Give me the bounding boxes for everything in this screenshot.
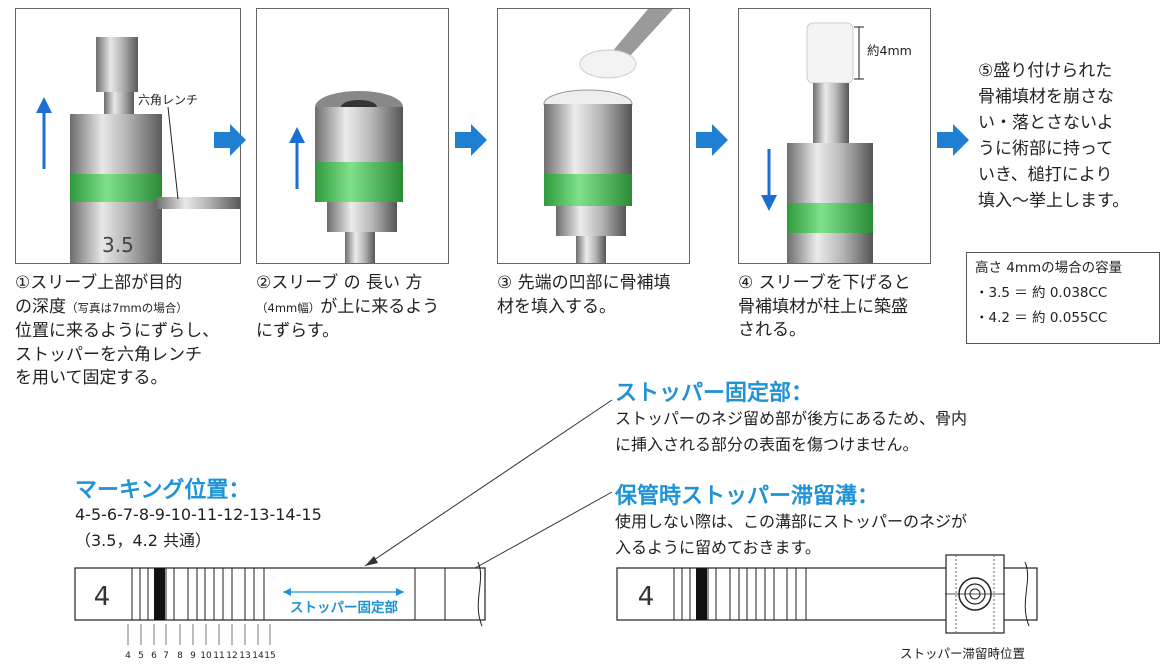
stopper-fix-title: ストッパー固定部： bbox=[615, 381, 814, 406]
flow-arrow-3 bbox=[696, 124, 728, 156]
stopper-fix-desc: ストッパーのネジ留め部が後方にあるため、骨内 に挿入される部分の表面を傷つけませ… bbox=[615, 409, 968, 454]
step1-photo: 3.5 六角レンチ bbox=[15, 8, 241, 264]
storage-desc: 使用しない際は、この溝部にストッパーのネジが 入るように留めておきます。 bbox=[615, 512, 968, 557]
green-band bbox=[70, 174, 162, 202]
tick-label: 8 bbox=[177, 651, 183, 661]
step1-caption: ①スリーブ上部が目的 の深度（写真は7mmの場合） 位置に来るようにずらし、 ス… bbox=[15, 273, 220, 388]
flow-arrow-2 bbox=[455, 124, 487, 156]
step4-caption: ④ スリーブを下げると 骨補填材が柱上に築盛 される。 bbox=[738, 273, 911, 340]
flow-arrow-1 bbox=[214, 124, 246, 156]
shaft-body bbox=[74, 567, 486, 621]
sleeve bbox=[70, 114, 162, 174]
marking-bands bbox=[131, 568, 265, 620]
hex-wrench bbox=[156, 197, 240, 209]
storage-diagram: 4 ストッパー滞留時位置 bbox=[616, 554, 1038, 661]
size-engraving: 3.5 bbox=[102, 233, 134, 257]
step2-photo bbox=[256, 8, 449, 264]
size-mark: 4 bbox=[94, 582, 111, 612]
tick-label: 7 bbox=[163, 651, 169, 661]
bone-graft bbox=[806, 22, 854, 84]
capacity-title: 高さ 4mmの場合の容量 bbox=[975, 260, 1123, 276]
tick-label: 9 bbox=[190, 651, 196, 661]
band-black bbox=[154, 568, 165, 620]
marking-title: マーキング位置： bbox=[75, 478, 251, 503]
tick-label: 6 bbox=[151, 651, 157, 661]
tick-label: 4 bbox=[125, 651, 131, 661]
tick-label: 15 bbox=[264, 651, 275, 661]
step3-caption: ③ 先端の凹部に骨補填 材を填入する。 bbox=[497, 273, 671, 317]
capacity-row-4-2: ・4.2 ＝ 約 0.055CC bbox=[975, 310, 1108, 326]
green-band bbox=[544, 174, 632, 206]
step3-photo bbox=[497, 8, 690, 264]
stopper-fix-inner-label: ストッパー固定部 bbox=[290, 599, 398, 616]
tick-label: 10 bbox=[200, 651, 212, 661]
hex-wrench-label: 六角レンチ bbox=[138, 93, 198, 107]
marking-desc: 4-5-6-7-8-9-10-11-12-13-14-15 （3.5，4.2 共… bbox=[75, 505, 322, 550]
capacity-box: 高さ 4mmの場合の容量 ・3.5 ＝ 約 0.038CC ・4.2 ＝ 約 0… bbox=[966, 252, 1160, 344]
instrument-tip bbox=[96, 37, 138, 92]
sleeve bbox=[315, 107, 403, 162]
storage-position-caption: ストッパー滞留時位置 bbox=[900, 646, 1025, 661]
sleeve bbox=[787, 143, 873, 203]
step4-photo: 約4mm bbox=[738, 8, 931, 264]
tick-label: 11 bbox=[213, 651, 224, 661]
flow-arrow-4 bbox=[937, 124, 969, 156]
leader-line-stopper-fix bbox=[364, 399, 613, 567]
size-mark: 4 bbox=[638, 582, 655, 612]
sleeve bbox=[544, 104, 632, 174]
green-band bbox=[787, 203, 873, 233]
tick-label: 14 bbox=[252, 651, 264, 661]
tick-label: 12 bbox=[226, 651, 237, 661]
capacity-row-3-5: ・3.5 ＝ 約 0.038CC bbox=[975, 285, 1108, 301]
tick-label: 5 bbox=[138, 651, 144, 661]
band-black bbox=[696, 568, 707, 620]
tick-label: 13 bbox=[239, 651, 250, 661]
marking-bands bbox=[673, 568, 807, 620]
storage-title: 保管時ストッパー滞留溝： bbox=[615, 484, 880, 509]
height-label: 約4mm bbox=[867, 43, 912, 58]
step2-caption: ②スリーブ の 長い 方 （4mm幅）が上に来るよう にずらす。 bbox=[256, 273, 440, 341]
step5-caption: ⑤盛り付けられた 骨補填材を崩さな い・落とさないよ うに術部に持って いき、槌… bbox=[978, 61, 1130, 211]
green-band bbox=[315, 162, 403, 202]
